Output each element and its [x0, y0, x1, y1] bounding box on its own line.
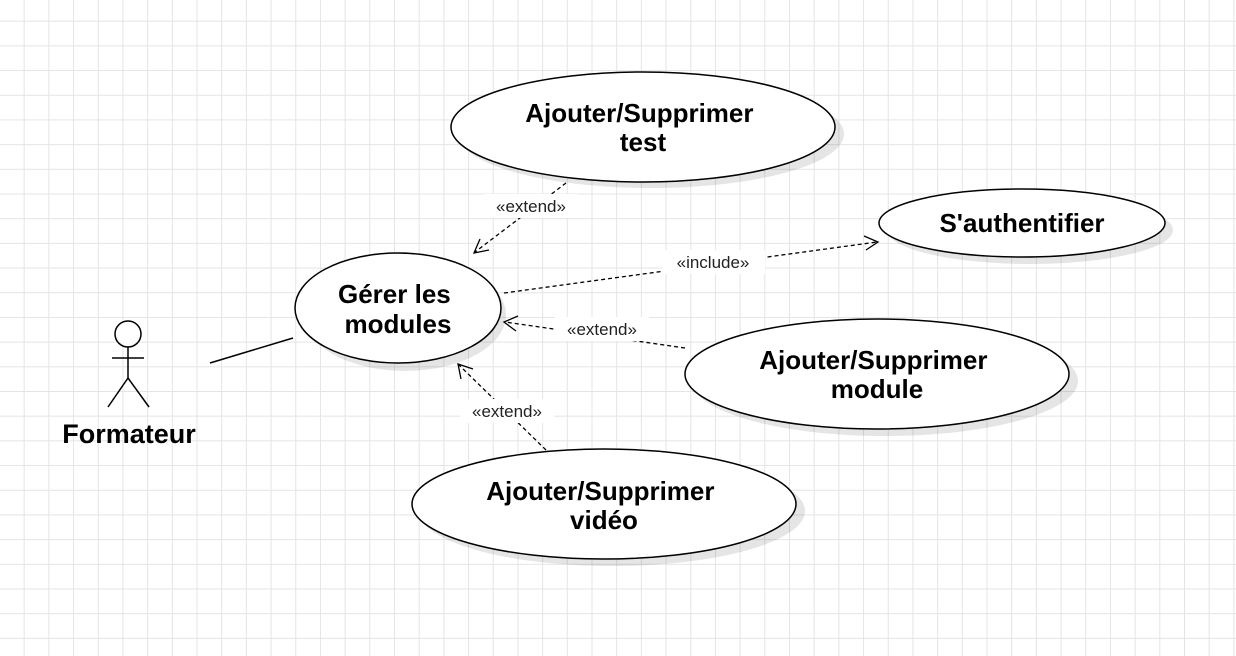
extend-module-line	[504, 321, 686, 349]
use-case-module-label: Ajouter/Supprimer module	[759, 345, 994, 404]
actor-label: Formateur	[62, 419, 196, 449]
use-case-auth-line-1: S'authentifier	[939, 208, 1104, 238]
use-case-auth-label: S'authentifier	[939, 208, 1104, 238]
relation-extend-video[interactable]: «extend»	[457, 363, 554, 451]
use-case-sauthentifier[interactable]: S'authentifier	[878, 188, 1166, 258]
extend-test-label: «extend»	[496, 197, 566, 216]
use-case-test-label: Ajouter/Supprimer test	[525, 98, 760, 157]
actor-head	[114, 320, 142, 348]
actor-right-leg	[127, 377, 150, 408]
use-case-gerer-modules[interactable]: Gérer les modules	[294, 252, 502, 364]
include-auth-arrowhead	[863, 235, 880, 251]
relation-extend-module[interactable]: «extend»	[502, 315, 686, 349]
use-case-gerer-line-2: modules	[345, 309, 452, 339]
use-case-test-line-1: Ajouter/Supprimer	[525, 98, 753, 128]
extend-test-label-bg	[484, 194, 578, 218]
use-case-module-line-2: module	[831, 374, 923, 404]
association-line	[209, 337, 294, 364]
use-case-video-label: Ajouter/Supprimer vidéo	[486, 476, 721, 535]
extend-video-arrowhead	[457, 363, 474, 380]
use-case-test-line-2: test	[620, 127, 667, 157]
relation-include-auth[interactable]: «include»	[503, 235, 880, 294]
actor-left-leg	[107, 377, 129, 408]
extend-test-arrowhead	[472, 238, 490, 254]
use-case-module-line-1: Ajouter/Supprimer	[759, 345, 987, 375]
use-case-module-ellipse	[684, 318, 1070, 430]
extend-module-label-bg	[555, 317, 649, 341]
extend-video-label-bg	[460, 399, 554, 423]
use-case-video-line-1: Ajouter/Supprimer	[486, 476, 714, 506]
extend-module-arrowhead	[502, 315, 519, 332]
use-case-video-line-2: vidéo	[570, 505, 638, 535]
include-auth-label-bg	[662, 250, 765, 274]
use-case-ajouter-test[interactable]: Ajouter/Supprimer test	[450, 71, 836, 183]
use-case-auth-ellipse	[878, 188, 1166, 258]
use-case-ajouter-video[interactable]: Ajouter/Supprimer vidéo	[411, 448, 797, 560]
use-case-ajouter-module[interactable]: Ajouter/Supprimer module	[684, 318, 1070, 430]
use-case-video-ellipse	[411, 448, 797, 560]
use-case-gerer-line-1: Gérer les	[338, 279, 451, 309]
extend-module-label: «extend»	[567, 320, 637, 339]
use-case-test-ellipse	[450, 71, 836, 183]
extend-video-line	[458, 364, 547, 451]
include-auth-label: «include»	[677, 253, 750, 272]
relation-extend-test[interactable]: «extend»	[472, 182, 578, 254]
use-case-gerer-ellipse	[294, 252, 502, 364]
extend-video-label: «extend»	[472, 402, 542, 421]
actor-formateur[interactable]: Formateur	[62, 320, 196, 449]
use-case-gerer-label: Gérer les modules	[338, 279, 458, 339]
